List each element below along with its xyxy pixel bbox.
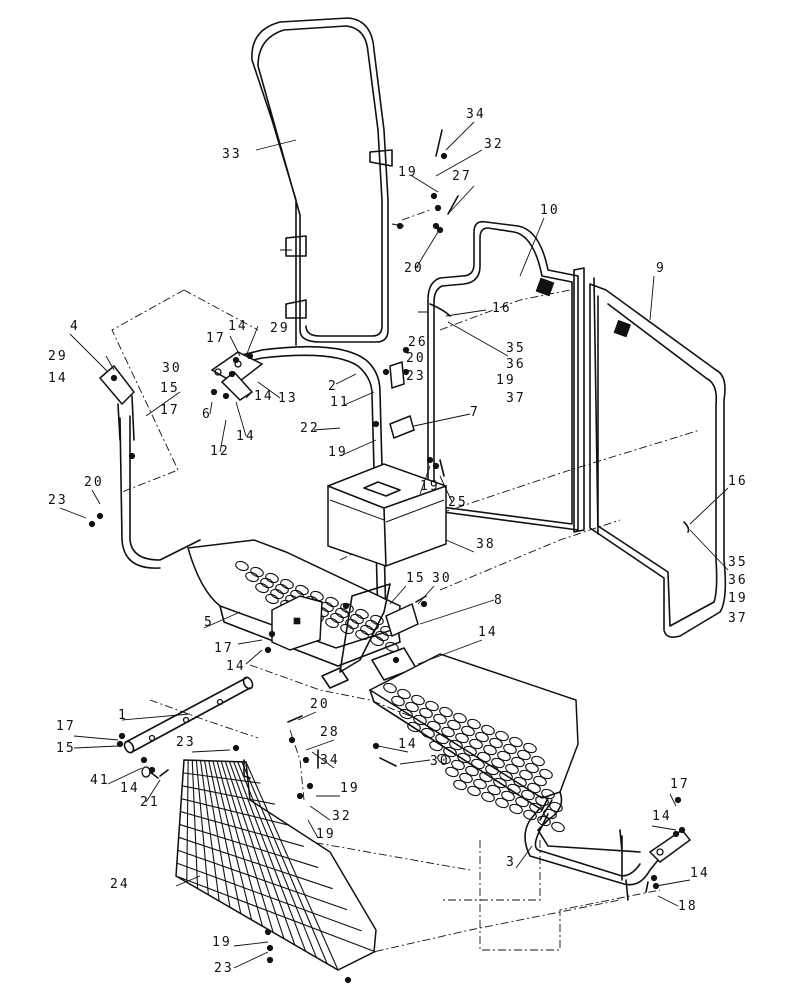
callout-41: 41 [90, 773, 110, 788]
callout-19: 19 [398, 165, 418, 180]
callout-20: 20 [406, 351, 426, 366]
callout-25: 25 [448, 495, 468, 510]
callout-8: 8 [494, 593, 504, 608]
callout-1: 1 [118, 708, 128, 723]
part-38-toolbox [327, 463, 447, 567]
callout-10: 10 [540, 203, 560, 218]
callout-4: 4 [70, 319, 80, 334]
callout-20: 20 [404, 261, 424, 276]
callout-20: 20 [84, 475, 104, 490]
right-step [368, 653, 641, 853]
callout-12: 12 [210, 444, 230, 459]
callout-17: 17 [214, 641, 234, 656]
callout-14: 14 [254, 389, 274, 404]
callout-37: 37 [728, 611, 748, 626]
callout-14: 14 [226, 659, 246, 674]
part-2-frame-tube [119, 345, 387, 621]
callout-23: 23 [406, 369, 426, 384]
callout-17: 17 [670, 777, 690, 792]
callout-29: 29 [270, 321, 290, 336]
callout-21: 21 [140, 795, 160, 810]
part-3-support-arm [524, 807, 692, 901]
callout-2: 2 [328, 379, 338, 394]
callout-19: 19 [328, 445, 348, 460]
callout-19: 19 [420, 479, 440, 494]
callout-14: 14 [478, 625, 498, 640]
part-1-tube [123, 676, 254, 754]
callout-15: 15 [56, 741, 76, 756]
callout-32: 32 [332, 809, 352, 824]
callout-17: 17 [206, 331, 226, 346]
callout-14: 14 [48, 371, 68, 386]
callout-15: 15 [406, 571, 426, 586]
callout-19: 19 [212, 935, 232, 950]
part-10-panel [418, 220, 585, 533]
callout-33: 33 [222, 147, 242, 162]
callout-36: 36 [506, 357, 526, 372]
callout-30: 30 [432, 571, 452, 586]
part-13-hinge [210, 351, 264, 401]
callout-14: 14 [398, 737, 418, 752]
part-7-clip [389, 360, 415, 440]
callout-19: 19 [340, 781, 360, 796]
callout-27: 27 [452, 169, 472, 184]
callout-3: 3 [506, 855, 516, 870]
callouts: 1 2 3 4 5 6 7 8 9 10 11 12 13 14 14 14 1… [48, 107, 748, 976]
callout-23: 23 [176, 735, 196, 750]
callout-23: 23 [48, 493, 68, 508]
callout-19: 19 [496, 373, 516, 388]
callout-18: 18 [678, 899, 698, 914]
part-4-bracket [98, 364, 135, 441]
callout-23: 23 [214, 961, 234, 976]
callout-29: 29 [48, 349, 68, 364]
callout-19: 19 [728, 591, 748, 606]
callout-9: 9 [656, 261, 666, 276]
callout-20: 20 [310, 697, 330, 712]
callout-35: 35 [506, 341, 526, 356]
callout-30: 30 [430, 754, 450, 769]
callout-36: 36 [728, 573, 748, 588]
callout-28: 28 [320, 725, 340, 740]
callout-34: 34 [320, 753, 340, 768]
callout-34: 34 [466, 107, 486, 122]
part-33-handrail [251, 17, 405, 346]
callout-14: 14 [236, 429, 256, 444]
callout-35: 35 [728, 555, 748, 570]
callout-14: 14 [652, 809, 672, 824]
callout-38: 38 [476, 537, 496, 552]
callout-7: 7 [470, 405, 480, 420]
callout-32: 32 [484, 137, 504, 152]
part-24-grate [175, 759, 377, 971]
callout-6: 6 [202, 407, 212, 422]
callout-24: 24 [110, 877, 130, 892]
callout-5: 5 [204, 615, 214, 630]
callout-26: 26 [408, 335, 428, 350]
callout-14: 14 [690, 866, 710, 881]
callout-14: 14 [120, 781, 140, 796]
fasteners [88, 129, 690, 984]
callout-22: 22 [300, 421, 320, 436]
callout-11: 11 [330, 395, 350, 410]
callout-30: 30 [162, 361, 182, 376]
part-9-panel [589, 277, 727, 638]
callout-13: 13 [278, 391, 298, 406]
callout-19: 19 [316, 827, 336, 842]
part-5-left-step [187, 539, 401, 689]
callout-37: 37 [506, 391, 526, 406]
callout-16: 16 [728, 474, 748, 489]
callout-16: 16 [492, 301, 512, 316]
callout-14: 14 [228, 319, 248, 334]
callout-17: 17 [56, 719, 76, 734]
callout-15: 15 [160, 381, 180, 396]
leader-lines [59, 121, 729, 969]
callout-17: 17 [160, 403, 180, 418]
